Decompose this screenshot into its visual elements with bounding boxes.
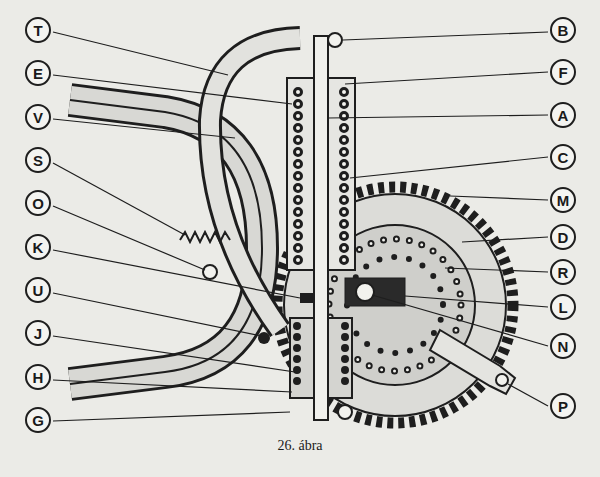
leader-line	[450, 196, 548, 200]
callout-letter: L	[558, 300, 567, 315]
screw	[258, 332, 270, 344]
crank-hole	[496, 374, 508, 386]
callout-letter: A	[558, 108, 569, 123]
leader-line	[53, 119, 235, 138]
callout-circle: E	[25, 60, 51, 86]
callout-letter: F	[558, 65, 567, 80]
callout-circle: H	[25, 364, 51, 390]
coil-left	[293, 92, 303, 262]
callout-circle: C	[550, 144, 576, 170]
leader-line	[53, 206, 205, 270]
bottom-bolt	[338, 405, 352, 419]
callout-circle: F	[550, 59, 576, 85]
central-rod	[314, 36, 328, 420]
callout-letter: E	[33, 66, 43, 81]
callout-circle: D	[550, 224, 576, 250]
leader-line	[508, 384, 548, 406]
callout-letter: K	[33, 240, 44, 255]
callout-letter: B	[558, 23, 569, 38]
callout-circle: T	[25, 17, 51, 43]
coil-left-inner	[296, 92, 300, 262]
callout-circle: K	[25, 234, 51, 260]
leader-line	[53, 250, 300, 298]
figure-caption: 26. ábra	[277, 438, 322, 454]
leader-line	[53, 32, 228, 75]
callout-circle: M	[550, 187, 576, 213]
callout-letter: T	[33, 23, 42, 38]
callout-letter: O	[32, 196, 44, 211]
top-bolt	[328, 33, 342, 47]
leader-line	[343, 32, 548, 40]
leader-line	[328, 115, 548, 118]
callout-letter: R	[558, 265, 569, 280]
small-spring	[180, 232, 230, 242]
callout-circle: R	[550, 259, 576, 285]
leader-line	[462, 237, 548, 242]
callout-circle: N	[550, 333, 576, 359]
callout-letter: U	[33, 283, 44, 298]
leader-line	[53, 336, 295, 372]
callout-circle: P	[550, 393, 576, 419]
leader-line	[53, 75, 292, 104]
callout-circle: G	[25, 407, 51, 433]
leader-line	[345, 72, 548, 84]
leader-lines	[53, 32, 548, 421]
leader-line	[372, 295, 548, 346]
callout-letter: D	[558, 230, 569, 245]
crank-arm	[430, 330, 515, 394]
callout-letter: N	[558, 339, 569, 354]
lower-coil-right	[341, 326, 349, 392]
leader-line	[53, 412, 290, 421]
leader-line	[53, 293, 262, 336]
callout-circle: B	[550, 17, 576, 43]
leader-line	[53, 163, 185, 235]
nut	[300, 293, 314, 303]
callout-letter: J	[34, 326, 42, 341]
callout-circle: S	[25, 147, 51, 173]
callout-circle: J	[25, 320, 51, 346]
callout-letter: C	[558, 150, 569, 165]
lug	[203, 265, 217, 279]
pivot-bolt	[356, 283, 374, 301]
callout-letter: S	[33, 153, 43, 168]
leader-line	[53, 380, 292, 392]
callout-letter: G	[32, 413, 44, 428]
callout-letter: H	[33, 370, 44, 385]
callout-circle: V	[25, 104, 51, 130]
callout-letter: V	[33, 110, 43, 125]
callout-circle: U	[25, 277, 51, 303]
lower-coil-left	[293, 326, 301, 392]
leader-line	[445, 268, 548, 272]
callout-letter: M	[557, 193, 570, 208]
leader-line	[350, 157, 548, 178]
leader-line	[405, 296, 548, 307]
callout-circle: O	[25, 190, 51, 216]
callout-letter: P	[558, 399, 568, 414]
callout-circle: A	[550, 102, 576, 128]
callout-circle: L	[550, 294, 576, 320]
